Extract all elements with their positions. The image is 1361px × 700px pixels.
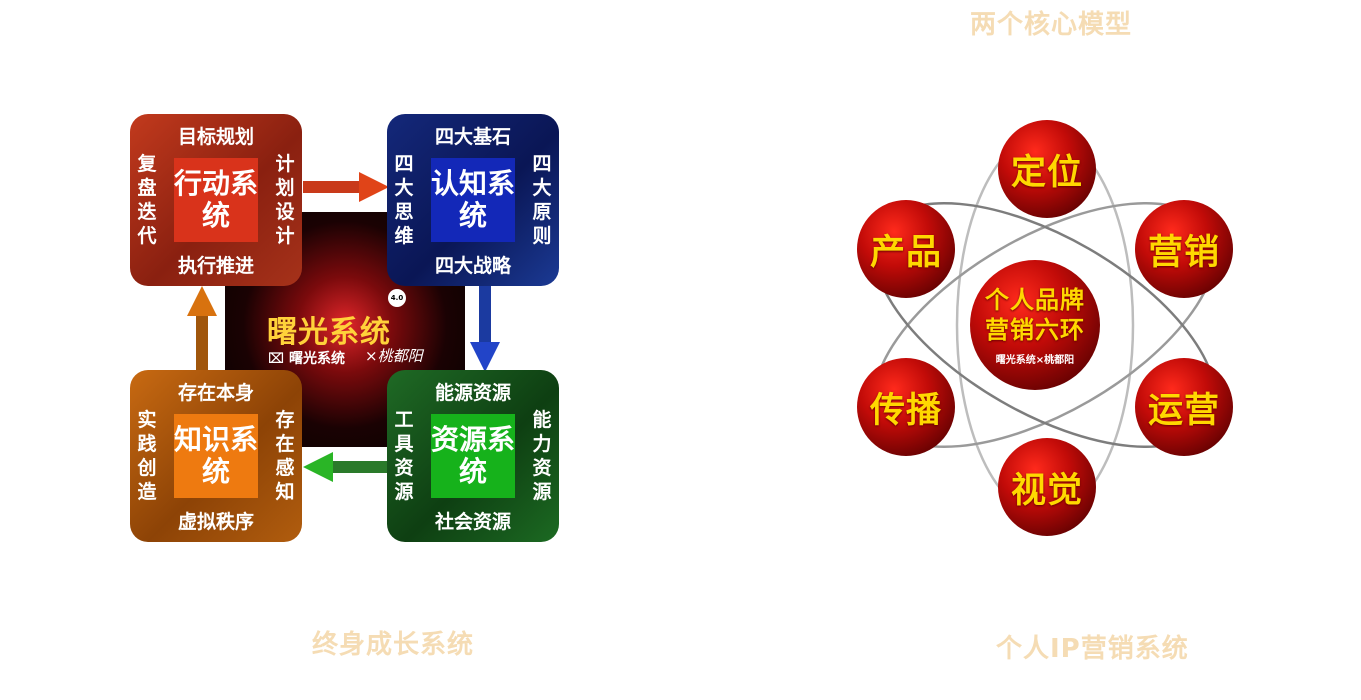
center-title: 曙光系统 bbox=[267, 315, 391, 350]
knowledge-left-label: 实践创造 bbox=[137, 409, 157, 503]
marketing-system-caption: 个人IP营销系统 bbox=[996, 634, 1189, 664]
growth-system-diagram: 曙光系统 4.0 ⌧ 曙光系统 ×桃都阳 行动系统 目标规划 执行推进 复盘迭代… bbox=[125, 112, 565, 544]
marketing-center-line2: 营销六环 bbox=[985, 315, 1085, 344]
growth-system-caption: 终身成长系统 bbox=[312, 630, 475, 660]
marketing-system-diagram: 定位 营销 运营 视觉 传播 产品 个人品牌 营销六环 曙光系统×桃都阳 bbox=[845, 110, 1245, 540]
arrow-cognition-to-resource bbox=[470, 286, 500, 372]
resource-bottom-label: 社会资源 bbox=[434, 511, 511, 533]
action-system-core: 行动系统 bbox=[174, 158, 258, 242]
center-signature: ×桃都阳 bbox=[365, 347, 423, 365]
action-system-module: 行动系统 目标规划 执行推进 复盘迭代 计划设计 bbox=[130, 114, 302, 286]
ring-positioning: 定位 bbox=[998, 120, 1096, 218]
page-title: 两个核心模型 bbox=[970, 10, 1133, 40]
ring-product: 产品 bbox=[857, 200, 955, 298]
cognition-left-label: 四大思维 bbox=[394, 153, 414, 247]
resource-system-core: 资源系统 bbox=[431, 414, 515, 498]
knowledge-top-label: 存在本身 bbox=[177, 382, 254, 404]
resource-top-label: 能源资源 bbox=[434, 382, 511, 404]
marketing-center: 个人品牌 营销六环 曙光系统×桃都阳 bbox=[970, 260, 1100, 390]
cognition-system-module: 认知系统 四大基石 四大战略 四大思维 四大原则 bbox=[387, 114, 559, 286]
brand-logo-icon: ⌧ bbox=[268, 351, 285, 367]
knowledge-system-module: 知识系统 存在本身 虚拟秩序 实践创造 存在感知 bbox=[130, 370, 302, 542]
action-right-label: 计划设计 bbox=[275, 153, 295, 247]
cognition-system-core: 认知系统 bbox=[431, 158, 515, 242]
ring-spread: 传播 bbox=[857, 358, 955, 456]
action-left-label: 复盘迭代 bbox=[137, 153, 157, 247]
cognition-bottom-label: 四大战略 bbox=[434, 255, 511, 277]
cognition-top-label: 四大基石 bbox=[434, 126, 511, 148]
knowledge-system-core: 知识系统 bbox=[174, 414, 258, 498]
resource-right-label: 能力资源 bbox=[532, 409, 552, 503]
arrow-knowledge-to-action bbox=[187, 286, 217, 372]
center-brand-label: 曙光系统 bbox=[289, 351, 346, 367]
arrow-action-to-cognition bbox=[303, 172, 389, 202]
resource-left-label: 工具资源 bbox=[394, 409, 414, 503]
arrow-resource-to-knowledge bbox=[303, 452, 389, 482]
action-bottom-label: 执行推进 bbox=[177, 255, 254, 277]
ring-marketing: 营销 bbox=[1135, 200, 1233, 298]
ring-visual: 视觉 bbox=[998, 438, 1096, 536]
version-badge: 4.0 bbox=[388, 289, 406, 307]
ring-operation: 运营 bbox=[1135, 358, 1233, 456]
knowledge-right-label: 存在感知 bbox=[275, 409, 295, 503]
resource-system-module: 资源系统 能源资源 社会资源 工具资源 能力资源 bbox=[387, 370, 559, 542]
knowledge-bottom-label: 虚拟秩序 bbox=[177, 511, 254, 533]
marketing-center-line1: 个人品牌 bbox=[985, 285, 1085, 314]
center-brand: ⌧ 曙光系统 bbox=[268, 348, 345, 368]
cognition-right-label: 四大原则 bbox=[532, 153, 552, 247]
marketing-center-brand: 曙光系统×桃都阳 bbox=[995, 354, 1075, 366]
action-top-label: 目标规划 bbox=[177, 126, 254, 148]
